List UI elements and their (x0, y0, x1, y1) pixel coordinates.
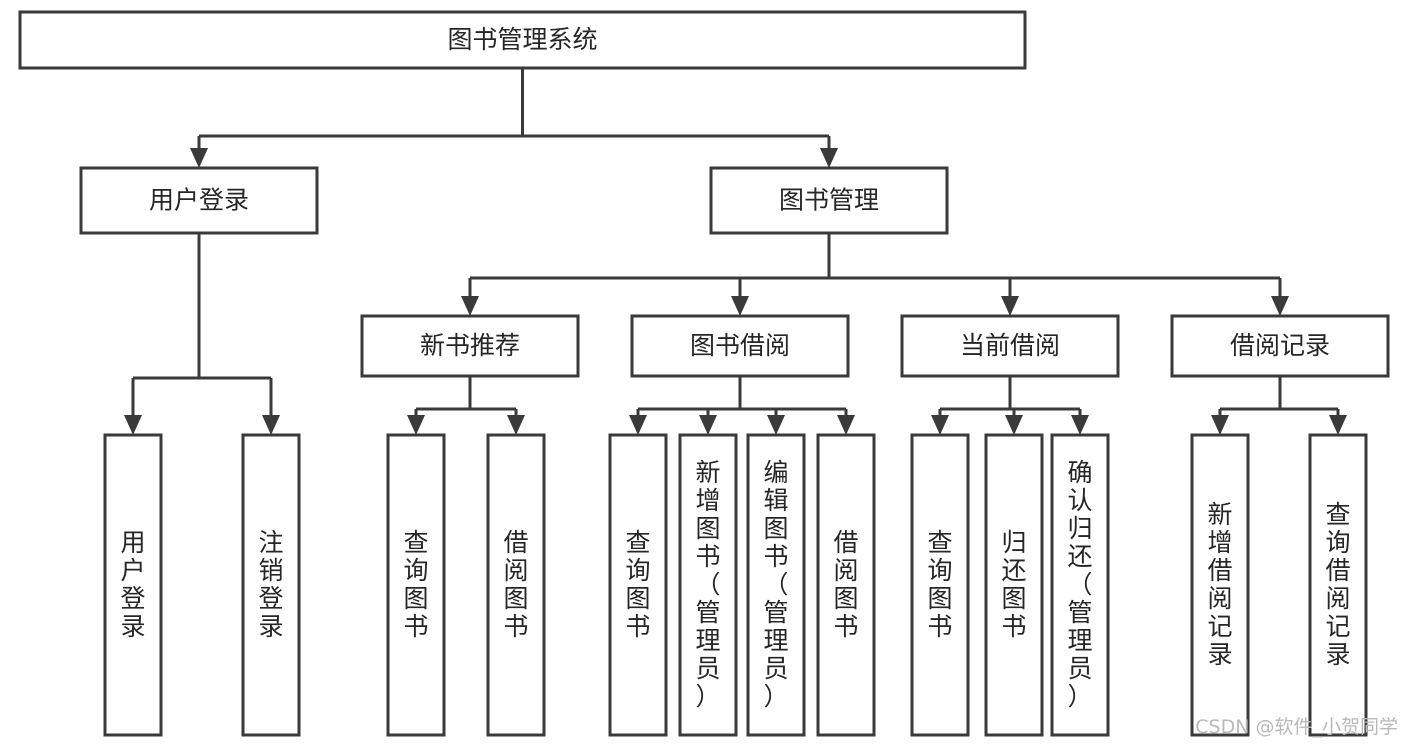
node-label-book-management: 图书管理 (779, 186, 879, 215)
node-root[interactable]: 图书管理系统 (18, 10, 1027, 70)
node-label-user-login: 用户登录 (149, 186, 249, 215)
node-box-leaf-query-book-nbr (386, 433, 446, 737)
node-box-borrow-record (1170, 314, 1390, 378)
node-label-leaf-add-record: 新增借阅记录 (1207, 500, 1232, 669)
arrow-head-leaf-edit-book (767, 415, 785, 435)
node-leaf-add-book[interactable]: 新增图书（管理员） (678, 433, 738, 737)
arrow-head-leaf-query-record (1329, 415, 1347, 435)
node-label-leaf-user-logout: 注销登录 (258, 528, 283, 641)
node-label-leaf-query-book-nbr: 查询图书 (403, 528, 428, 641)
node-box-leaf-query-book-bb (608, 433, 668, 737)
node-leaf-add-record[interactable]: 新增借阅记录 (1190, 433, 1250, 737)
node-label-new-book-recommend: 新书推荐 (420, 331, 520, 360)
node-label-leaf-return-book: 归还图书 (1001, 528, 1026, 641)
connectors-layer (124, 68, 1347, 435)
arrow-head-book-management (820, 148, 838, 168)
node-box-book-management (709, 166, 949, 235)
arrow-head-leaf-query-book-cb (931, 415, 949, 435)
arrow-head-leaf-confirm-return (1071, 415, 1089, 435)
node-box-leaf-return-book (984, 433, 1044, 737)
arrow-head-book-borrow (731, 296, 749, 316)
node-label-leaf-add-book: 新增图书（管理员） (695, 458, 720, 711)
node-label-leaf-edit-book: 编辑图书（管理员） (763, 458, 788, 711)
arrow-head-current-borrow (1001, 296, 1019, 316)
node-leaf-confirm-return[interactable]: 确认归还（管理员） (1050, 433, 1110, 737)
node-box-leaf-user-logout (241, 433, 301, 737)
node-label-leaf-user-login: 用户登录 (120, 528, 145, 641)
arrow-head-leaf-add-book (699, 415, 717, 435)
node-leaf-query-record[interactable]: 查询借阅记录 (1308, 433, 1368, 737)
node-leaf-user-logout[interactable]: 注销登录 (241, 433, 301, 737)
node-box-user-login (79, 166, 319, 235)
node-box-new-book-recommend (360, 314, 580, 378)
node-box-leaf-confirm-return (1050, 433, 1110, 737)
node-box-current-borrow (900, 314, 1120, 378)
arrow-head-leaf-borrow-book-nbr (507, 415, 525, 435)
node-box-leaf-user-login (103, 433, 163, 737)
node-box-leaf-edit-book (746, 433, 806, 737)
node-label-leaf-borrow-book-bb: 借阅图书 (833, 528, 858, 641)
node-book-management[interactable]: 图书管理 (709, 166, 949, 235)
node-box-leaf-add-book (678, 433, 738, 737)
node-leaf-query-book-bb[interactable]: 查询图书 (608, 433, 668, 737)
arrow-head-leaf-add-record (1211, 415, 1229, 435)
node-label-leaf-confirm-return: 确认归还（管理员） (1067, 458, 1092, 711)
arrow-head-user-login (190, 148, 208, 168)
node-leaf-user-login[interactable]: 用户登录 (103, 433, 163, 737)
arrow-head-borrow-record (1271, 296, 1289, 316)
node-new-book-recommend[interactable]: 新书推荐 (360, 314, 580, 378)
node-leaf-query-book-nbr[interactable]: 查询图书 (386, 433, 446, 737)
node-box-leaf-borrow-book-nbr (486, 433, 546, 737)
node-label-current-borrow: 当前借阅 (960, 331, 1060, 360)
node-leaf-return-book[interactable]: 归还图书 (984, 433, 1044, 737)
arrow-head-leaf-query-book-nbr (407, 415, 425, 435)
node-label-leaf-query-record: 查询借阅记录 (1325, 500, 1350, 669)
node-current-borrow[interactable]: 当前借阅 (900, 314, 1120, 378)
csdn-watermark: CSDN @软件_小贺同学 (1195, 716, 1398, 738)
node-leaf-borrow-book-bb[interactable]: 借阅图书 (816, 433, 876, 737)
node-label-root: 图书管理系统 (447, 25, 597, 54)
node-box-book-borrow (630, 314, 850, 378)
node-box-leaf-query-book-cb (910, 433, 970, 737)
arrow-head-leaf-query-book-bb (629, 415, 647, 435)
node-label-leaf-query-book-bb: 查询图书 (625, 528, 650, 641)
node-label-leaf-borrow-book-nbr: 借阅图书 (503, 528, 528, 641)
node-box-leaf-borrow-book-bb (816, 433, 876, 737)
nodes-layer: 图书管理系统用户登录图书管理新书推荐图书借阅当前借阅借阅记录用户登录注销登录查询… (18, 10, 1390, 737)
arrow-head-new-book-recommend (461, 296, 479, 316)
node-leaf-borrow-book-nbr[interactable]: 借阅图书 (486, 433, 546, 737)
node-box-leaf-add-record (1190, 433, 1250, 737)
arrow-head-leaf-user-logout (262, 415, 280, 435)
node-leaf-edit-book[interactable]: 编辑图书（管理员） (746, 433, 806, 737)
node-label-book-borrow: 图书借阅 (690, 331, 790, 360)
node-user-login[interactable]: 用户登录 (79, 166, 319, 235)
node-leaf-query-book-cb[interactable]: 查询图书 (910, 433, 970, 737)
node-label-borrow-record: 借阅记录 (1230, 331, 1330, 360)
arrow-head-leaf-user-login (124, 415, 142, 435)
node-box-root (18, 10, 1027, 70)
node-label-leaf-query-book-cb: 查询图书 (927, 528, 952, 641)
arrow-head-leaf-borrow-book-bb (837, 415, 855, 435)
node-box-leaf-query-record (1308, 433, 1368, 737)
node-book-borrow[interactable]: 图书借阅 (630, 314, 850, 378)
arrow-head-leaf-return-book (1005, 415, 1023, 435)
node-borrow-record[interactable]: 借阅记录 (1170, 314, 1390, 378)
